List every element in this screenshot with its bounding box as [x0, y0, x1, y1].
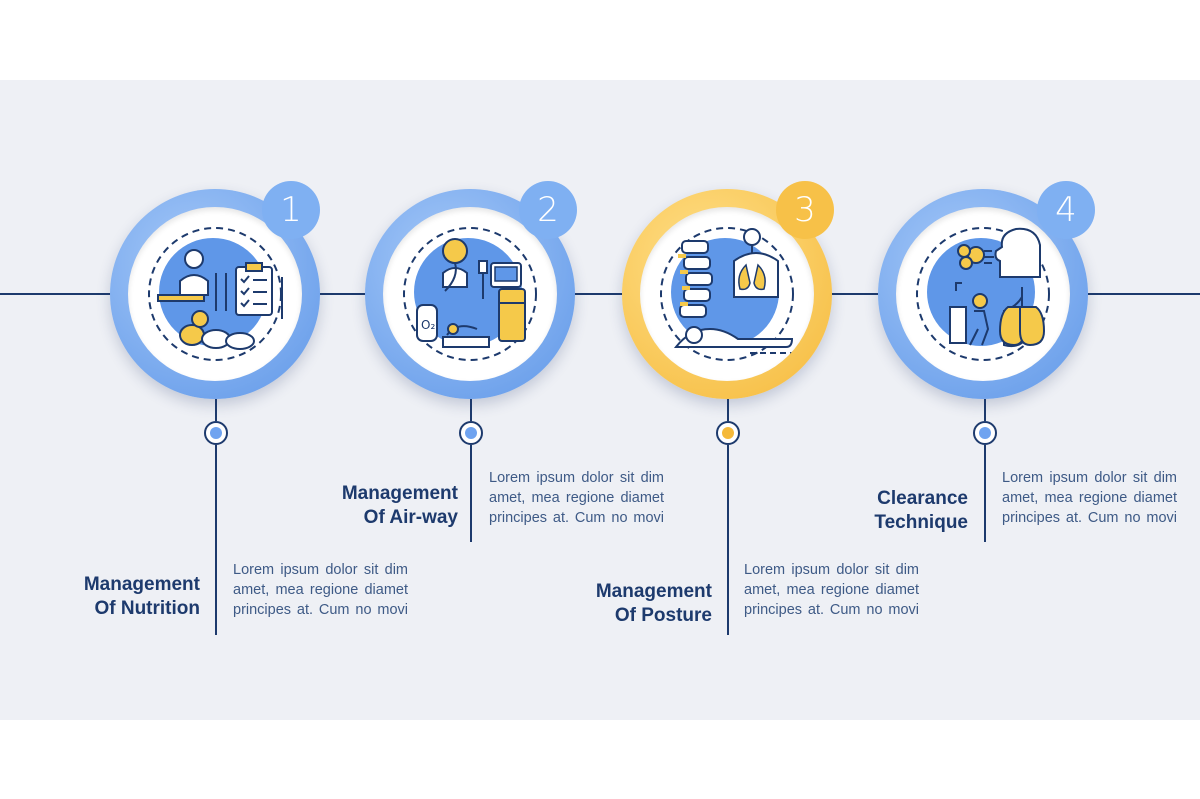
infographic-panel: [0, 80, 1200, 720]
step-1-title-line-1: Management: [83, 574, 200, 595]
step-2-description: Lorem ipsum dolor sit dim amet, mea regi…: [489, 470, 664, 526]
step-2-connector-top: [470, 399, 472, 421]
step-2-connector-bottom: [470, 445, 472, 542]
step-3-ring: [622, 189, 832, 399]
step-3-connector-top: [727, 399, 729, 421]
svg-text:O₂: O₂: [421, 318, 435, 332]
step-1-connector-top: [215, 399, 217, 421]
step-4-title-line-1: Clearance: [877, 488, 968, 509]
step-4-connector-bottom: [984, 445, 986, 542]
step-4-title: Clearance Technique: [768, 487, 968, 535]
clearance-icon: [916, 227, 1050, 361]
step-2-circle: O₂: [383, 207, 557, 381]
nutrition-icon: [148, 227, 283, 361]
step-3-node: [716, 421, 740, 445]
step-4-number-badge: 4: [1037, 181, 1095, 239]
step-2-title-line-2: Of Air-way: [363, 507, 458, 528]
step-4-connector-top: [984, 399, 986, 421]
timeline-horizontal-line: [0, 293, 1200, 295]
step-3-number-badge: 3: [776, 181, 834, 239]
step-2-title: Management Of Air-way: [258, 482, 458, 530]
step-3-title-line-2: Of Posture: [614, 605, 712, 626]
step-1-connector-bottom: [215, 445, 217, 635]
step-1-title-line-2: Of Nutrition: [94, 598, 200, 619]
step-2-number-badge: 2: [519, 181, 577, 239]
step-1-description: Lorem ipsum dolor sit dim amet, mea regi…: [233, 562, 408, 618]
step-4-title-line-2: Technique: [874, 512, 968, 533]
step-2-node: [459, 421, 483, 445]
step-3-title-line-1: Management: [595, 581, 712, 602]
step-3-connector-bottom: [727, 445, 729, 635]
step-1-circle: [128, 207, 302, 381]
step-4-circle: [896, 207, 1070, 381]
step-1-number-badge: 1: [262, 181, 320, 239]
step-4-description: Lorem ipsum dolor sit dim amet, mea regi…: [1002, 470, 1177, 526]
step-2-title-line-1: Management: [341, 483, 458, 504]
step-1-title: Management Of Nutrition: [0, 573, 200, 621]
step-4-node: [973, 421, 997, 445]
airway-icon: O₂: [403, 227, 537, 361]
step-3-description: Lorem ipsum dolor sit dim amet, mea regi…: [744, 562, 919, 618]
step-1-node: [204, 421, 228, 445]
step-3-circle: [640, 207, 814, 381]
posture-icon: [660, 227, 794, 361]
step-3-title: Management Of Posture: [512, 580, 712, 628]
